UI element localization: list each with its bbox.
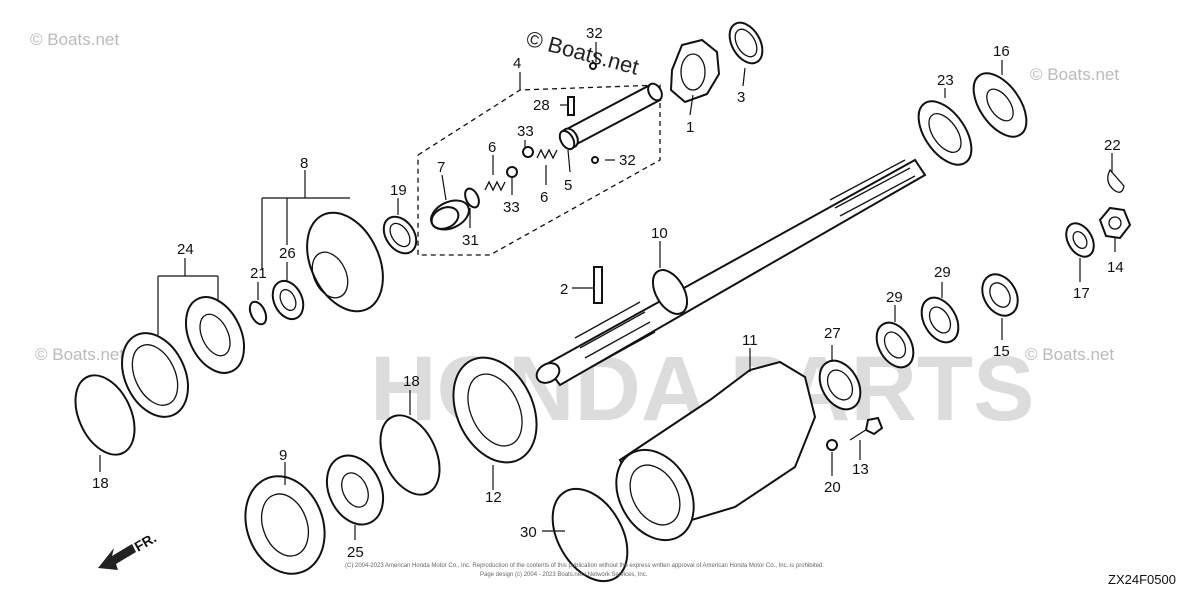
steel-ball-2 [522,146,534,158]
callout-15: 15 [993,343,1010,360]
callout-26: 26 [279,245,296,262]
callout-33a: 33 [517,123,534,140]
callout-2: 2 [560,281,568,298]
bolt [849,416,884,441]
spring-2 [536,148,558,160]
drive-shaft [535,158,927,387]
callout-23: 23 [937,72,954,89]
bearing-race [121,332,189,418]
small-ball [591,156,599,164]
callout-20: 20 [824,479,841,496]
callout-33b: 33 [503,199,520,216]
pinion-gear [669,38,721,104]
thrust-bearing [917,100,973,166]
front-direction-label: FR. [132,529,160,554]
front-direction-arrow: FR. [98,529,159,570]
leader-lines [99,42,1116,540]
callout-11: 11 [742,332,758,349]
cotter-pin [1107,168,1125,193]
callout-14: 14 [1107,259,1124,276]
callout-22: 22 [1104,137,1121,154]
ring [728,21,764,65]
propeller-washer [1065,222,1095,258]
small-ring [558,129,576,151]
watermark-mid-left: © Boats.net [35,345,124,364]
washer [826,439,838,451]
copyright-line-1: (C) 2004-2023 American Honda Motor Co., … [345,563,824,569]
oil-seal-3 [875,321,915,369]
watermark-top-center: © Boats.net [524,26,642,80]
callout-1: 1 [686,119,694,136]
copyright-line-2: Page design (c) 2004 - 2023 Boats.net / … [480,572,648,578]
ball-bearing [325,454,385,526]
needle-bearing-2 [271,279,305,321]
castle-nut [1098,206,1132,240]
callout-21: 21 [250,265,267,282]
callout-8: 8 [300,155,308,172]
callout-32a: 32 [619,152,636,169]
callout-27: 27 [824,325,841,342]
steel-ball [506,166,518,178]
callout-17: 17 [1073,285,1090,302]
diagram-code: ZX24F0500 [1108,572,1176,587]
oil-seal-2 [920,296,960,344]
shim-ring-2 [74,374,136,456]
callout-18b: 18 [403,373,420,390]
spring-pin [567,96,575,116]
callout-10: 10 [651,225,668,242]
watermark-top-right: © Boats.net [1030,65,1119,84]
shifter [430,199,470,231]
callout-16: 16 [993,43,1010,60]
bevel-gear [244,475,326,575]
callout-30: 30 [520,524,537,541]
callout-24: 24 [177,241,194,258]
shim-housing [452,356,538,464]
callout-18a: 18 [92,475,109,492]
callout-9: 9 [279,447,287,464]
callout-4: 4 [513,55,521,72]
callout-3: 3 [737,89,745,106]
callout-13: 13 [852,461,869,478]
watermark-mid-right: © Boats.net [1025,345,1114,364]
callout-25: 25 [347,544,364,561]
callout-7: 7 [437,159,445,176]
callout-6b: 6 [540,189,548,206]
callout-29b: 29 [934,264,951,281]
thrust-washer [972,72,1028,138]
tapered-bearing [184,296,246,374]
small-ball-2 [589,62,597,70]
callout-28: 28 [533,97,550,114]
needle-bearing [818,359,862,411]
callout-29a: 29 [886,289,903,306]
callout-numbers: 1 2 3 4 5 6 6 7 8 9 10 11 12 13 14 15 16… [92,25,1124,561]
callout-12: 12 [485,489,502,506]
bushing [981,273,1019,317]
propeller-shaft-holder [615,360,817,542]
spring [484,180,506,192]
o-ring [551,487,629,583]
forward-gear [306,211,384,313]
snap-ring [248,300,268,326]
callout-31: 31 [462,232,479,249]
oil-seal [382,215,418,255]
retaining-ring [464,187,480,209]
callout-19: 19 [390,182,407,199]
pin [593,266,603,304]
callout-32b: 32 [586,25,603,42]
watermark-top-left: © Boats.net [30,30,119,49]
shim-ring [379,414,441,496]
callout-5: 5 [564,177,572,194]
callout-6a: 6 [488,139,496,156]
